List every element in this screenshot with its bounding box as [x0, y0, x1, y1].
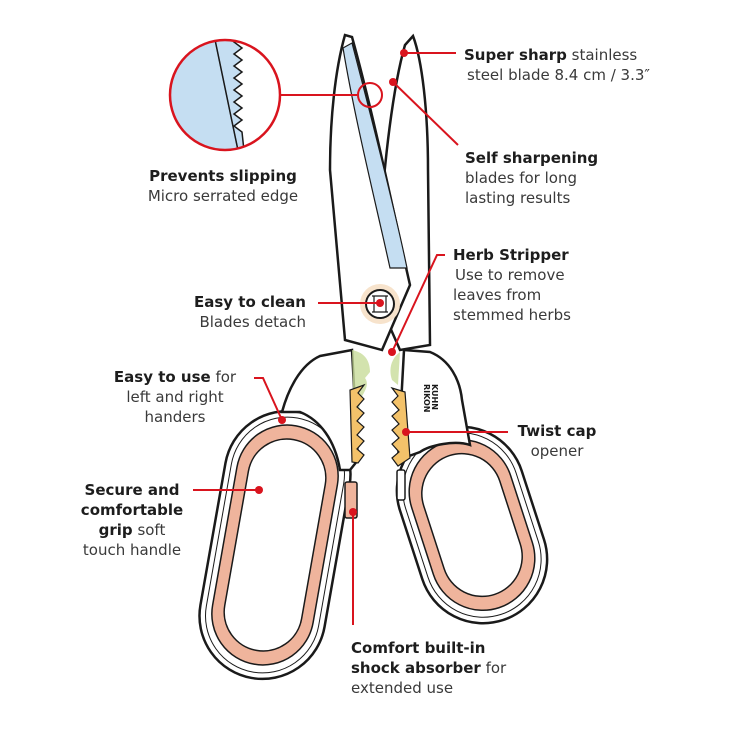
callout-text: steel blade 8.4 cm / 3.3″: [467, 66, 651, 84]
callout-prevents-slipping: Prevents slipping Micro serrated edge: [133, 166, 313, 206]
callout-text: Herb Stripper: [453, 245, 571, 265]
callout-text: shock absorber: [351, 659, 481, 677]
callout-text: Easy to clean: [150, 292, 306, 312]
callout-text: comfortable: [80, 501, 184, 519]
callout-text: extended use: [351, 679, 454, 697]
herb-stripper-right: [390, 352, 400, 385]
svg-text:KUHN: KUHN: [430, 384, 439, 410]
callout-text: Comfort built-in: [351, 638, 506, 658]
callout-text: Super sharp stainless: [464, 45, 650, 65]
callout-twist-cap: Twist cap opener: [517, 421, 597, 461]
callout-text: Herb Stripper: [453, 246, 569, 264]
cap-opener-teeth-right: [390, 386, 411, 467]
left-blade: [328, 33, 412, 352]
right-handle: [395, 425, 549, 625]
callout-text: Prevents slipping: [133, 166, 313, 186]
callout-text: Micro serrated edge: [147, 187, 299, 205]
callout-text: shock absorber for: [351, 658, 506, 678]
callout-text: Prevents slipping: [149, 167, 297, 185]
svg-text:RIKON: RIKON: [422, 384, 431, 412]
callout-text: touch handle: [82, 541, 182, 559]
callout-text: Comfort built-in: [351, 639, 486, 657]
callout-text: Super sharp: [464, 46, 567, 64]
callout-text: Self sharpening: [465, 149, 599, 167]
callout-easy-to-clean: Easy to clean Blades detach: [150, 292, 306, 332]
left-shoulder: [280, 348, 360, 472]
callout-text: grip soft: [72, 520, 192, 540]
callout-text: Easy to use: [113, 368, 211, 386]
callout-herb-stripper: Herb Stripper Use to remove leaves from …: [453, 245, 571, 325]
callout-text: soft: [132, 521, 166, 539]
leader-lines: [193, 52, 508, 625]
callout-text: blades for long: [465, 169, 577, 187]
callout-text: Easy to use for: [100, 367, 250, 387]
callout-easy-to-use: Easy to use for left and right handers: [100, 367, 250, 427]
callout-text: handers: [144, 408, 206, 426]
callout-text: lasting results: [465, 189, 571, 207]
left-handle: [198, 409, 352, 681]
callout-shock-absorber: Comfort built-in shock absorber for exte…: [351, 638, 506, 698]
kuhn-rikon-logo: KUHN RIKON: [422, 384, 439, 412]
callout-text: Use to remove: [455, 266, 565, 284]
callout-text: stemmed herbs: [453, 306, 571, 324]
callout-self-sharpening: Self sharpening blades for long lasting …: [465, 148, 598, 208]
callout-text: comfortable: [72, 500, 192, 520]
callout-text: Easy to clean: [193, 293, 306, 311]
serrated-edge-magnifier: [168, 38, 282, 152]
callout-text: Blades detach: [199, 313, 306, 331]
callout-text: Twist cap: [517, 422, 597, 440]
callout-secure-grip: Secure and comfortable grip soft touch h…: [72, 480, 192, 560]
callout-dots: [255, 49, 410, 516]
callout-text: for: [480, 659, 507, 677]
callout-text: Twist cap: [517, 421, 597, 441]
callout-text: leaves from: [453, 286, 542, 304]
callout-text: Secure and: [72, 480, 192, 500]
callout-text: left and right: [126, 388, 224, 406]
callout-text: opener: [530, 442, 584, 460]
callout-super-sharp: Super sharp stainless steel blade 8.4 cm…: [464, 45, 650, 85]
callout-text: for: [210, 368, 237, 386]
callout-text: Self sharpening: [465, 148, 598, 168]
cap-opener-teeth-left: [349, 383, 366, 464]
callout-text: Secure and: [84, 481, 180, 499]
callout-text: grip: [98, 521, 133, 539]
callout-text: stainless: [566, 46, 638, 64]
